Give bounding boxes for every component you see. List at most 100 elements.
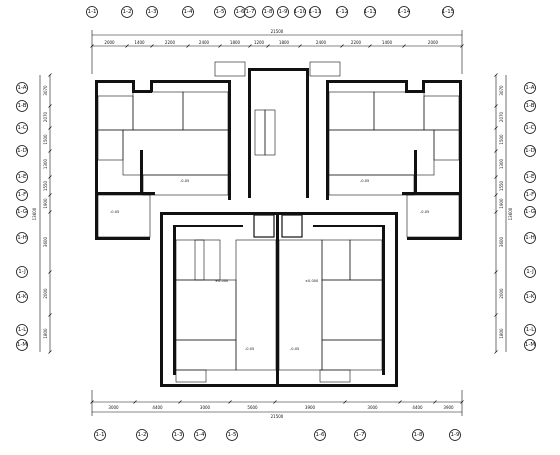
dim-value: 1200 (254, 40, 265, 45)
dim-value: 2070 (499, 111, 504, 122)
dim-value: 3600 (43, 236, 48, 247)
axis-bubble: 1-H (16, 232, 28, 244)
axis-label: 1-7 (246, 9, 255, 15)
axis-label: 1-2 (123, 9, 132, 15)
axis-bubble: 1-15 (442, 6, 455, 18)
dim-tick (398, 400, 402, 404)
axis-label: 1-F (18, 192, 27, 198)
dim-value: 1500 (499, 134, 504, 145)
dim-value: 2200 (351, 40, 362, 45)
axis-bubble: 1-F (16, 189, 28, 201)
dim-value: 4400 (412, 405, 423, 410)
axis-bubble: 1-9 (277, 6, 289, 18)
axis-bubble: 1-H (524, 232, 536, 244)
dim-tick (494, 149, 498, 153)
dim-value: 3000 (200, 405, 211, 410)
dim-value: 2000 (428, 40, 439, 45)
dim-value: 1800 (230, 40, 241, 45)
axis-label: 1-H (17, 235, 27, 241)
dim-value: 1500 (43, 134, 48, 145)
axis-label: 1-F (526, 192, 535, 198)
building-outline (95, 68, 462, 387)
axis-bubble: 1-6 (314, 429, 326, 441)
dim-value: 1300 (499, 158, 504, 169)
axis-bubble: 1-K (16, 291, 28, 303)
axis-label: 1-G (17, 209, 27, 215)
dim-value: 3600 (499, 236, 504, 247)
axis-bubble: 1-D (16, 145, 28, 157)
dim-tick (494, 73, 498, 77)
dim-value: 3900 (443, 405, 454, 410)
axis-label: 1-10 (294, 9, 307, 15)
axis-label: 1-12 (336, 9, 348, 15)
axis-label: 1-5 (228, 432, 237, 438)
axis-bubble: 1-A (524, 82, 536, 94)
axis-bubble: 1-M (16, 339, 28, 351)
axis-bubble: 1-13 (364, 6, 377, 18)
dim-tick (48, 149, 52, 153)
axis-bubble: 1-12 (336, 6, 348, 18)
dim-value: 1900 (499, 198, 504, 209)
dim-tick (460, 44, 464, 48)
level-label: -0.05 (290, 347, 299, 351)
axis-label: 1-H (525, 235, 535, 241)
axis-label: 1-7 (356, 432, 365, 438)
dim-tick (433, 400, 437, 404)
dim-tick (340, 44, 344, 48)
dim-value: 1550 (499, 180, 504, 191)
dim-tick (150, 44, 154, 48)
dim-tick (402, 44, 406, 48)
axis-bubble: 1-3 (146, 6, 158, 18)
level-label: -0.05 (360, 179, 369, 183)
axis-label: 1-8 (264, 9, 273, 15)
dim-value: 3070 (499, 85, 504, 96)
axis-bubble: 1-J (524, 266, 536, 278)
dim-value: 2000 (104, 40, 115, 45)
axis-label: 1-B (525, 103, 534, 109)
dim-tick (368, 44, 372, 48)
dim-value: 1400 (382, 40, 393, 45)
level-label: -0.05 (420, 210, 429, 214)
dim-tick (494, 210, 498, 214)
dim-value: 5600 (247, 405, 258, 410)
dim-tick (228, 400, 232, 404)
dimension-text: 21500 21500 13600 13600 (32, 29, 513, 419)
axis-bubble: 1-7 (244, 6, 256, 18)
dim-tick (178, 400, 182, 404)
axis-label: 1-G (525, 209, 535, 215)
axis-label: 1-14 (398, 9, 411, 15)
axis-label: 1-L (526, 327, 535, 333)
axis-bubble: 1-9 (449, 429, 461, 441)
dim-tick (266, 44, 270, 48)
axis-label: 1-D (525, 148, 535, 154)
axis-label: 1-8 (414, 432, 423, 438)
axis-bubble: 1-8 (412, 429, 424, 441)
dim-value: 4400 (152, 405, 163, 410)
axis-label: 1-J (526, 269, 534, 275)
dim-value: 1800 (499, 328, 504, 339)
dim-tick (343, 400, 347, 404)
axis-label: 1-3 (174, 432, 183, 438)
dim-value: 2070 (43, 111, 48, 122)
axis-label: 1-9 (451, 432, 460, 438)
dim-tick (273, 400, 277, 404)
axis-bubble: 1-B (524, 100, 536, 112)
room-level-labels: -0.05 -0.05 ±0.000 ±0.000 -0.05 -0.05 -0… (110, 179, 429, 351)
dim-tick (218, 44, 222, 48)
axis-bubble: 1-2 (136, 429, 148, 441)
level-label: -0.05 (180, 179, 189, 183)
axis-label: 1-1 (88, 9, 97, 15)
axis-label: 1-3 (148, 9, 157, 15)
axis-label: 1-E (18, 174, 27, 180)
dim-tick (48, 210, 52, 214)
axis-bubble: 1-3 (172, 429, 184, 441)
dim-value: 3900 (305, 405, 316, 410)
dim-value: 2400 (316, 40, 327, 45)
dim-tick (48, 73, 52, 77)
dim-value: 1800 (279, 40, 290, 45)
dim-value: 2000 (499, 288, 504, 299)
overall-dim-right: 13600 (508, 207, 513, 220)
